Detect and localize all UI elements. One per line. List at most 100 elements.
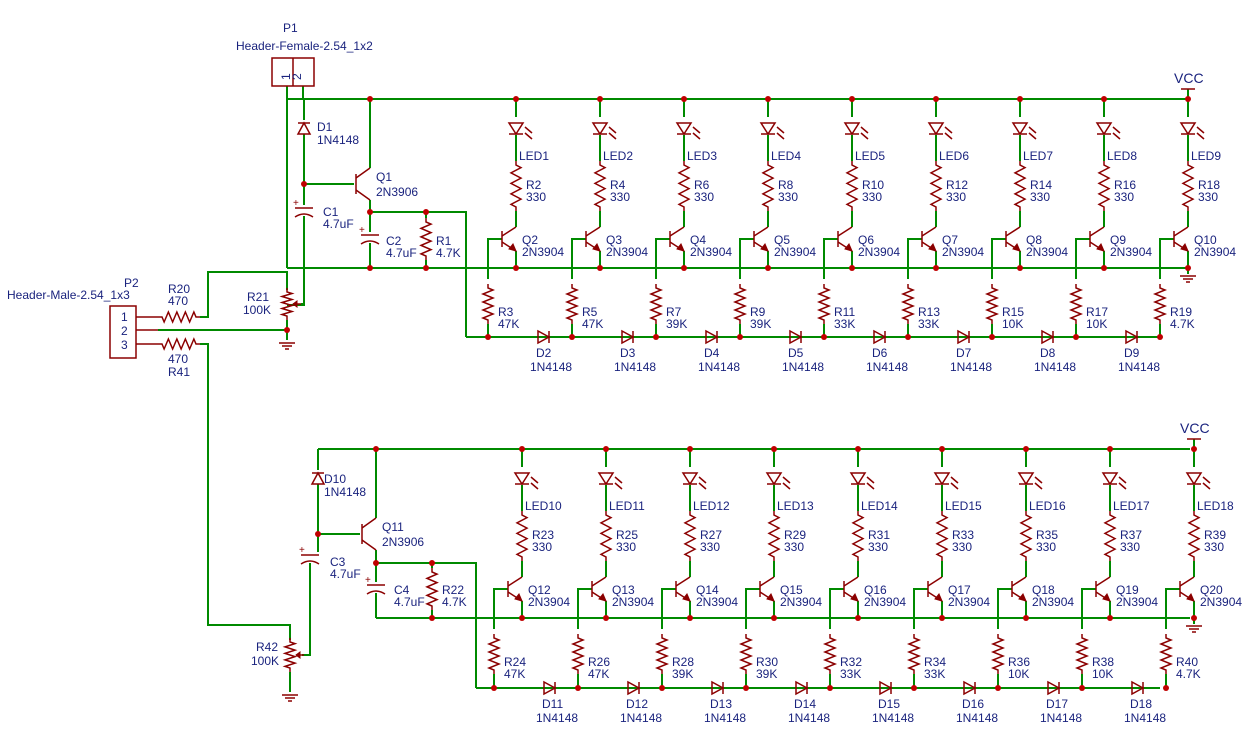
- npn-transistor-symbol-collector: [585, 226, 601, 237]
- led-symbol: [1011, 122, 1029, 136]
- transistor-value-label: 2N3904: [1194, 245, 1236, 259]
- d1-value-label: 1N4148: [317, 133, 359, 147]
- resistor-value-label: 330: [1120, 540, 1140, 554]
- resistor-value-label: 330: [526, 190, 546, 204]
- diode-symbol: [1041, 329, 1055, 345]
- led-symbol: [597, 472, 615, 486]
- led-symbol-light-arrow: [1112, 132, 1121, 140]
- resistor-value-label: 330: [1198, 190, 1218, 204]
- c1-value-label: 4.7uF: [323, 217, 354, 231]
- ladder-resistor-symbol: [570, 634, 586, 674]
- junction-dot: [939, 615, 945, 621]
- p2-pin-3: 3: [121, 338, 128, 352]
- junction-dot: [687, 446, 693, 452]
- junction-dot: [995, 685, 1001, 691]
- led-ref-label: LED2: [603, 149, 633, 163]
- junction-dot: [771, 446, 777, 452]
- ladder-resistor-symbol: [1074, 634, 1090, 674]
- resistor-ref-label: R23: [532, 528, 554, 542]
- led-ref-label: LED14: [861, 499, 898, 513]
- wire: [1165, 588, 1180, 629]
- transistor-value-label: 2N3904: [1200, 595, 1242, 609]
- transistor-value-label: 2N3904: [1116, 595, 1158, 609]
- ladder-value-label: 10K: [1002, 317, 1023, 331]
- npn-transistor-symbol-emitter-arrow: [766, 593, 775, 602]
- led-symbol-light-arrow: [614, 476, 623, 484]
- led-symbol: [1179, 122, 1197, 136]
- transistor-ref-label: Q3: [606, 233, 622, 247]
- transistor-value-label: 2N3904: [612, 595, 654, 609]
- junction-dot: [911, 685, 917, 691]
- transistor-ref-label: Q7: [942, 233, 958, 247]
- resistor-value-label: 330: [616, 540, 636, 554]
- junction-dot: [513, 96, 519, 102]
- npn-transistor-symbol-emitter-arrow: [1102, 593, 1111, 602]
- p1-ref-label: P1: [283, 21, 298, 35]
- vcc-label: VCC: [1180, 420, 1210, 436]
- d10-ref-label: D10: [324, 472, 346, 486]
- resistor-r20: [158, 310, 200, 324]
- diode-symbol: [543, 680, 557, 696]
- transistor-value-label: 2N3904: [528, 595, 570, 609]
- junction-dot: [765, 96, 771, 102]
- led-symbol: [1017, 472, 1035, 486]
- ladder-ref-label: R9: [750, 305, 766, 319]
- ladder-value-label: 33K: [918, 317, 939, 331]
- p2-value-label: Header-Male-2.54_1x3: [7, 288, 130, 302]
- resistor-ref-label: R10: [862, 178, 884, 192]
- junction-dot: [603, 615, 609, 621]
- led-ref-label: LED4: [771, 149, 801, 163]
- p1-pin-2: 2: [290, 73, 304, 80]
- capacitor-c2-curved-plate: [360, 240, 380, 245]
- transistor-ref-label: Q20: [1200, 583, 1223, 597]
- resistor-value-label: 330: [778, 190, 798, 204]
- ladder-ref-label: R19: [1170, 305, 1192, 319]
- resistor-ref-label: R18: [1198, 178, 1220, 192]
- r1-ref-label: R1: [436, 234, 452, 248]
- diode-value-label: 1N4148: [1040, 711, 1082, 725]
- npn-transistor-symbol-emitter-arrow: [682, 593, 691, 602]
- diode-symbol: [1047, 680, 1061, 696]
- r20-value-label: 470: [168, 294, 188, 308]
- npn-transistor-symbol-collector: [675, 576, 691, 587]
- junction-dot: [1163, 685, 1169, 691]
- diode-value-label: 1N4148: [704, 711, 746, 725]
- ladder-ref-label: R28: [672, 655, 694, 669]
- transistor-value-label: 2N3904: [942, 245, 984, 259]
- transistor-ref-label: Q12: [528, 583, 551, 597]
- wire: [1075, 238, 1090, 279]
- transistor-value-label: 2N3904: [522, 245, 564, 259]
- diode-symbol: [1125, 329, 1139, 345]
- npn-transistor-symbol-emitter-arrow: [508, 243, 517, 252]
- ladder-value-label: 4.7K: [1170, 317, 1195, 331]
- capacitor-c1-curved-plate: [294, 213, 314, 218]
- junction-dot: [849, 265, 855, 271]
- ladder-resistor-symbol: [648, 284, 664, 324]
- ladder-value-label: 39K: [750, 317, 771, 331]
- header-male-p2: [109, 305, 137, 359]
- diode-ref-label: D13: [710, 697, 732, 711]
- led-ref-label: LED10: [525, 499, 562, 513]
- led-symbol-light-arrow: [950, 476, 959, 484]
- r1-value-label: 4.7K: [436, 246, 461, 260]
- resistor-value-label: 330: [1204, 540, 1224, 554]
- led-symbol-light-arrow: [524, 126, 533, 134]
- capacitor-c1-plus-sign: +: [293, 198, 299, 209]
- ladder-resistor-symbol: [486, 634, 502, 674]
- junction-dot: [989, 334, 995, 340]
- transistor-ref-label: Q8: [1026, 233, 1042, 247]
- resistor-r41: [158, 337, 200, 351]
- transistor-value-label: 2N3904: [858, 245, 900, 259]
- transistor-ref-label: Q15: [780, 583, 803, 597]
- led-symbol-light-arrow: [692, 132, 701, 140]
- q11-value-label: 2N3906: [382, 535, 424, 549]
- led-resistor-symbol: [767, 511, 781, 561]
- led-ref-label: LED6: [939, 149, 969, 163]
- ladder-resistor-symbol: [1158, 634, 1174, 674]
- npn-transistor-symbol-collector: [927, 576, 943, 587]
- r22-ref-label: R22: [442, 583, 464, 597]
- r21-value-label: 100K: [243, 303, 271, 317]
- resistor-ref-label: R27: [700, 528, 722, 542]
- capacitor-c3-plus-sign: +: [299, 545, 305, 556]
- junction-dot: [1101, 96, 1107, 102]
